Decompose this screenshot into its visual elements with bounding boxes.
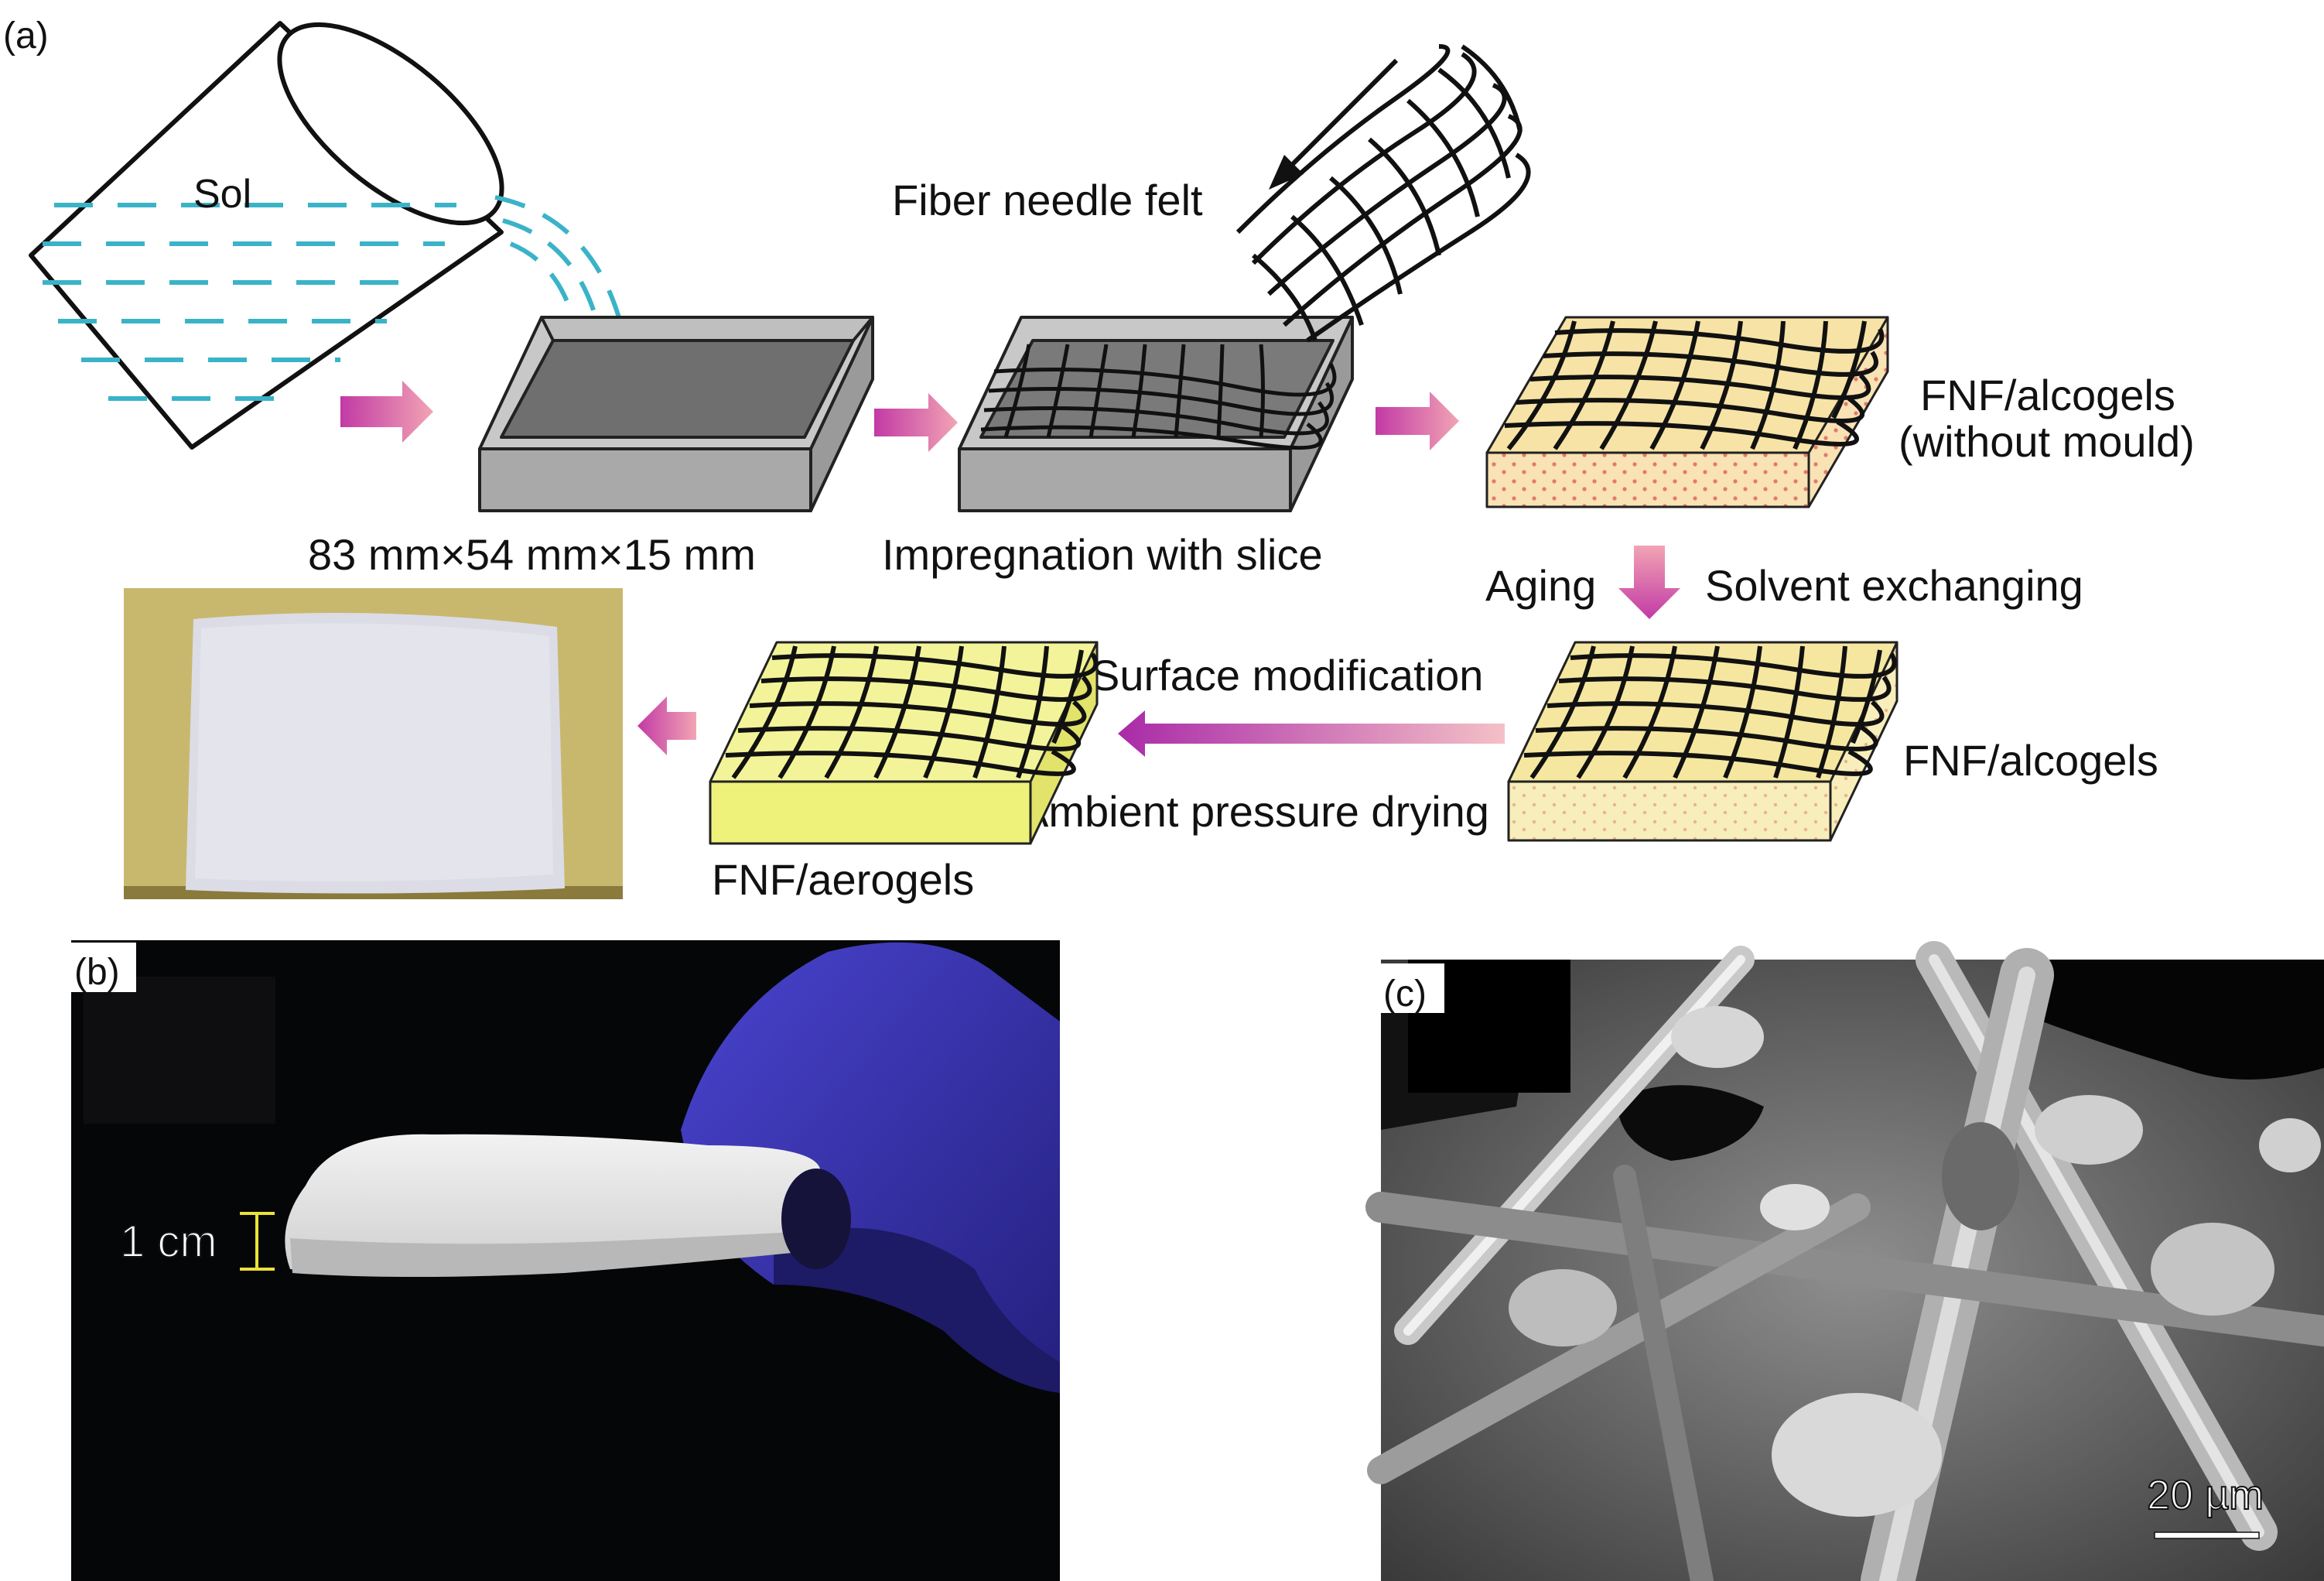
mould-box [478,316,874,512]
aerogel-slab [709,641,1099,845]
arrow-2 [874,393,958,452]
impregnation-label: Impregnation with slice [882,530,1323,579]
arrow-down [1618,546,1680,619]
aging-label: Aging [1485,561,1596,610]
arrow-to-photo [637,696,696,755]
beaker: Sol [29,21,621,450]
panel-c-label: (c) [1383,974,1427,1015]
felt-mesh-in-mould [980,344,1337,450]
alcogel-slab [1507,641,1899,842]
sem-particles [1509,1006,2321,1517]
mould-with-felt [958,316,1354,512]
panel-a-label: (a) [3,15,49,56]
aerogel-photo [124,588,623,899]
panel-b: 1 cm (b) [71,940,1060,1581]
solvent-label: Solvent exchanging [1705,561,2083,610]
arrow-long [1118,710,1505,757]
felt-arrow-shaft [1286,58,1399,171]
surface-mod-label: Surface modification [1091,651,1483,700]
thickness-label: 1 cm [120,1217,217,1267]
thickness-marker [240,1212,275,1271]
drying-label: Ambient pressure drying [1020,787,1489,836]
panel-b-label: (b) [74,952,120,993]
scale-bar [2154,1531,2260,1539]
alcogel-nomould-label-2: (without mould) [1899,417,2195,466]
aerogels-label: FNF/aerogels [712,855,974,904]
scale-label: 20 µm [2147,1472,2264,1518]
mould-size-label: 83 mm×54 mm×15 mm [308,530,756,579]
arrow-1 [340,381,433,443]
felt-arrow-head [1269,155,1304,190]
fiber-felt [1235,44,1531,343]
panel-c: (c) 20 µm [1365,941,2324,1581]
alcogel-nomould-label-1: FNF/alcogels [1920,371,2175,419]
panel-a: (a) Sol [3,15,2195,904]
sol-label: Sol [193,172,251,217]
alcogel-slab-nomould [1485,316,1889,508]
fiber-felt-label: Fiber needle felt [892,176,1203,224]
arrow-3 [1376,392,1459,450]
alcogels-label: FNF/alcogels [1903,736,2158,785]
